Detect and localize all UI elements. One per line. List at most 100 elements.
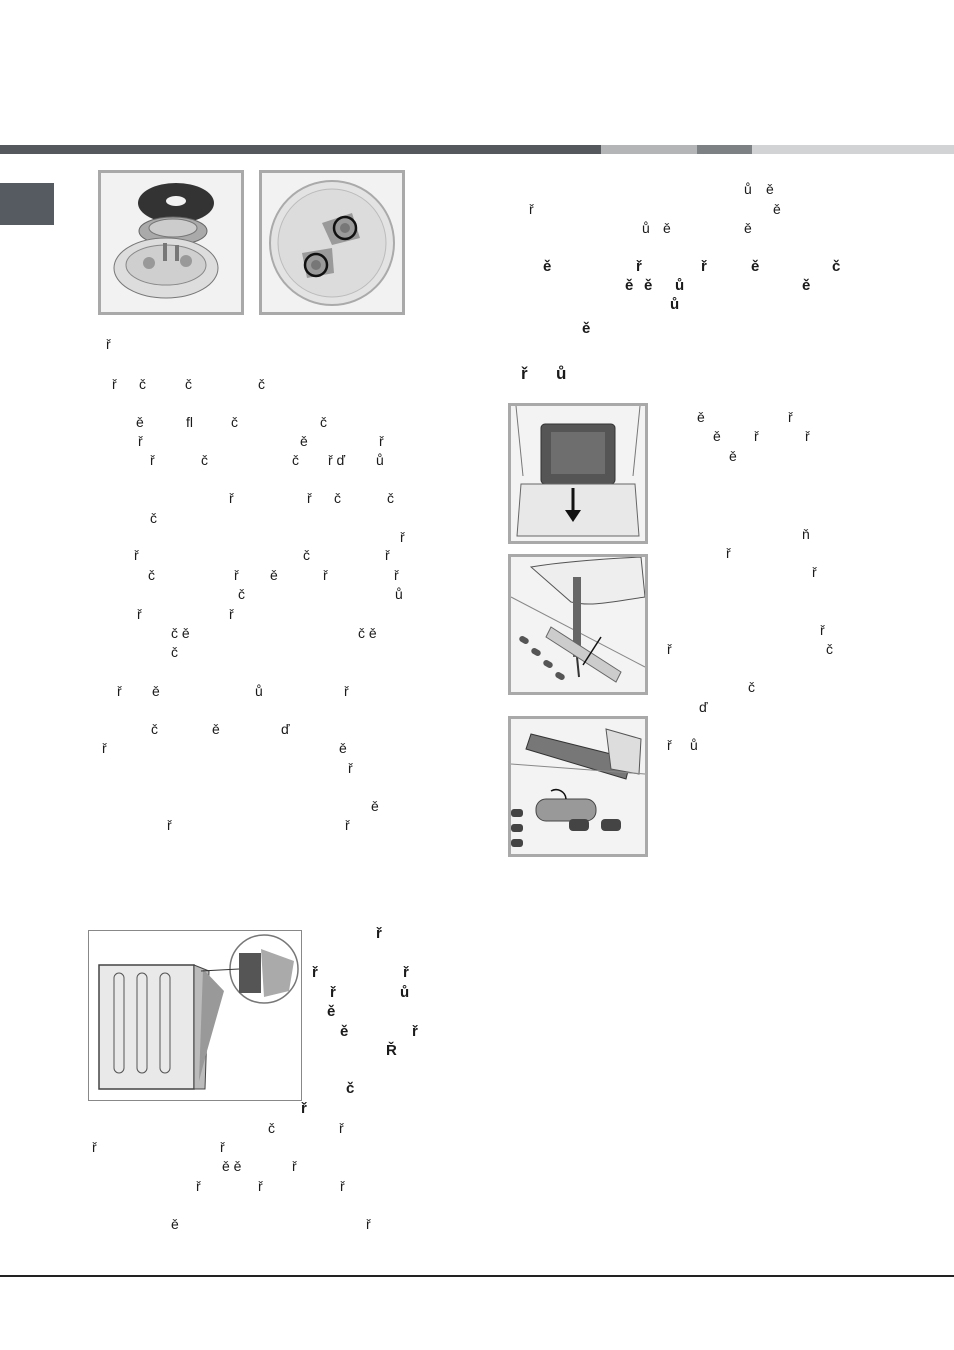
side-s10: ď — [699, 699, 708, 715]
side-s1-b: ř — [788, 409, 793, 425]
bold-10: č — [346, 1080, 355, 1097]
left-l5-b: č — [201, 452, 208, 468]
section-heading-b: ů — [556, 364, 567, 383]
left-l2-a: ř — [112, 376, 117, 392]
oven-side-bracket-illustration — [89, 931, 301, 1100]
bold-7: ě — [340, 1023, 349, 1040]
left-l19: ě — [371, 798, 379, 814]
left-l16-b: ě — [212, 721, 220, 737]
lb-l2-a: ř — [92, 1139, 97, 1155]
side-s7: ř — [820, 622, 825, 638]
oven-burner-figure — [508, 716, 648, 857]
left-l10-e: ř — [394, 567, 399, 583]
lb-l4-c: ř — [340, 1178, 345, 1194]
oven-tray-figure — [508, 403, 648, 544]
oven-burner-adjust-illustration — [511, 719, 645, 854]
bold-1: ř — [376, 925, 382, 942]
left-l5-d: ř ď — [328, 452, 346, 468]
oven-screwdriver-figure — [508, 554, 648, 695]
header-bar-pale — [752, 145, 954, 154]
right-r3-a: ů — [642, 220, 650, 236]
left-l4-b: ě — [300, 433, 308, 449]
side-s5: ř — [726, 545, 731, 561]
lb-l4-b: ř — [258, 1178, 263, 1194]
left-l12-b: ř — [229, 606, 234, 622]
lb-l5-a: ě — [171, 1216, 179, 1232]
left-l1: ř — [106, 336, 111, 352]
left-l6-c: č — [334, 490, 341, 506]
left-l17-b: ě — [339, 740, 347, 756]
left-l10-a: č — [148, 567, 155, 583]
bold-2: ř — [312, 964, 318, 981]
left-l17-a: ř — [102, 740, 107, 756]
left-l15-b: ě — [152, 683, 160, 699]
right-r3-c: ě — [744, 220, 752, 236]
right-rb3: ů — [670, 296, 680, 313]
side-s8-b: č — [826, 641, 833, 657]
left-l5-a: ř — [150, 452, 155, 468]
right-rb4: ě — [582, 320, 591, 337]
left-l11-b: ů — [395, 586, 403, 602]
header-bar-mid — [697, 145, 752, 154]
left-l5-c: č — [292, 452, 299, 468]
right-rb2-d: ě — [802, 277, 811, 294]
left-l2-c: č — [185, 376, 192, 392]
lb-l5-b: ř — [366, 1216, 371, 1232]
bold-5: ů — [400, 984, 410, 1001]
left-l3-a: ě — [136, 414, 144, 430]
burner-top-figure — [259, 170, 405, 315]
left-l10-d: ř — [323, 567, 328, 583]
bold-3: ř — [403, 964, 409, 981]
left-l12-a: ř — [137, 606, 142, 622]
left-l4-c: ř — [379, 433, 384, 449]
left-l20-a: ř — [167, 817, 172, 833]
lb-l1-b: ř — [339, 1120, 344, 1136]
right-r1-b: ě — [766, 181, 774, 197]
section-heading-a: ř — [521, 364, 528, 383]
side-s1-a: ě — [697, 409, 705, 425]
right-rb1-c: ř — [701, 258, 707, 275]
side-s6: ř — [812, 564, 817, 580]
right-rb2-a: ě — [625, 277, 634, 294]
left-l18: ř — [348, 760, 353, 776]
footer-rule — [0, 1275, 954, 1277]
side-s11-a: ř — [667, 737, 672, 753]
right-r1-a: ů — [744, 181, 752, 197]
left-l20-b: ř — [345, 817, 350, 833]
burner-cap-top-illustration — [262, 173, 402, 312]
left-l15-c: ů — [255, 683, 263, 699]
right-rb1-a: ě — [543, 258, 552, 275]
left-l2-b: č — [139, 376, 146, 392]
left-l14: č — [171, 644, 178, 660]
left-l6-d: č — [387, 490, 394, 506]
side-s11-b: ů — [690, 737, 698, 753]
bold-11: ř — [301, 1100, 307, 1117]
left-l6-a: ř — [229, 490, 234, 506]
side-s3: ě — [729, 448, 737, 464]
left-l8: ř — [400, 529, 405, 545]
right-rb1-d: ě — [751, 258, 760, 275]
side-s4: ň — [802, 526, 810, 542]
lb-l4-a: ř — [196, 1178, 201, 1194]
right-r2-b: ě — [773, 201, 781, 217]
side-s2-c: ř — [805, 428, 810, 444]
right-rb1-e: č — [832, 258, 841, 275]
oven-side-figure — [88, 930, 302, 1101]
left-l13-b: č ě — [358, 625, 377, 641]
language-tab — [0, 183, 54, 225]
bold-8: ř — [412, 1023, 418, 1040]
lb-l3-b: ř — [292, 1158, 297, 1174]
burner-exploded-illustration — [101, 173, 241, 312]
left-l3-b: fl — [186, 414, 193, 430]
right-rb1-b: ř — [636, 258, 642, 275]
side-s2-b: ř — [754, 428, 759, 444]
left-l10-c: ě — [270, 567, 278, 583]
left-l7: č — [150, 510, 157, 526]
bold-9: Ř — [386, 1042, 397, 1059]
left-l9-c: ř — [385, 547, 390, 563]
left-l5-e: ů — [376, 452, 384, 468]
left-l3-c: č — [231, 414, 238, 430]
left-l10-b: ř — [234, 567, 239, 583]
header-bar-light — [601, 145, 697, 154]
left-l15-d: ř — [344, 683, 349, 699]
